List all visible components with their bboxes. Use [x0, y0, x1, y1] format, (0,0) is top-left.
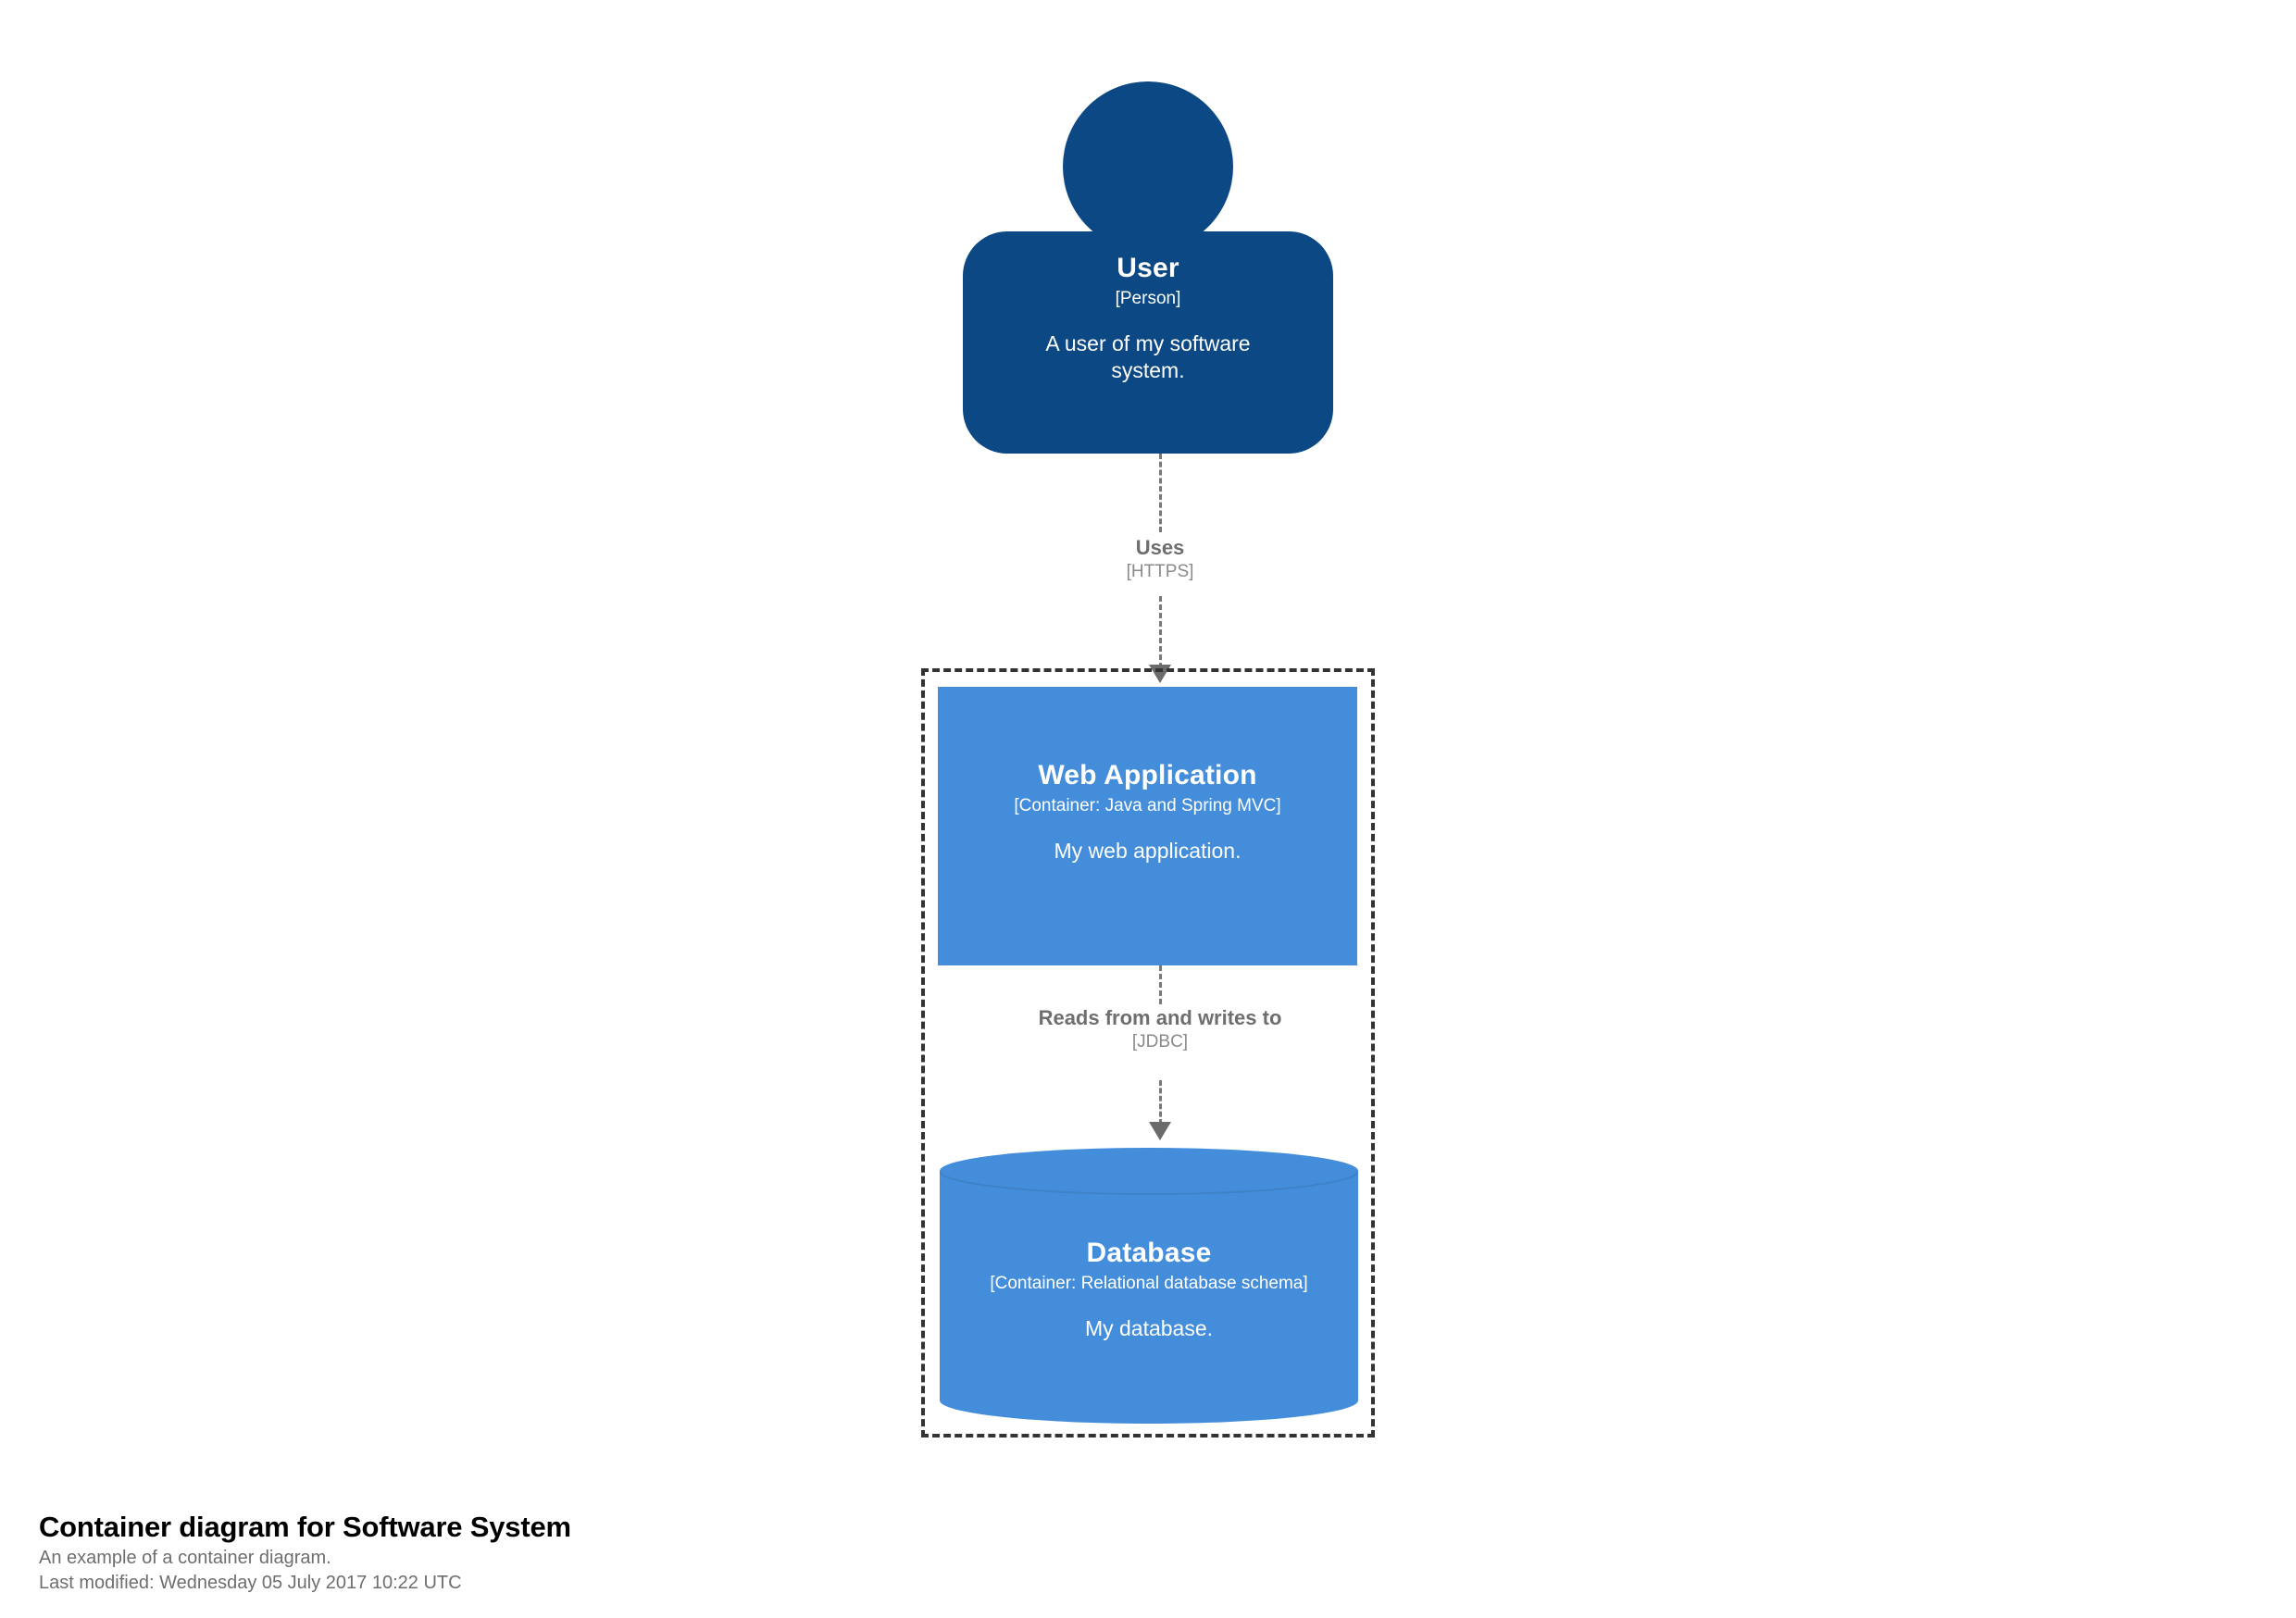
database-label-group: Database [Container: Relational database… — [940, 1148, 1358, 1424]
database-description: My database. — [1084, 1316, 1214, 1340]
software-system-boundary — [921, 668, 1375, 1438]
relationship-reads-writes-arrowhead-icon — [1149, 1122, 1171, 1140]
relationship-reads-writes-line-upper — [1159, 965, 1162, 1004]
web-application-name: Web Application — [1038, 760, 1257, 790]
relationship-reads-writes-label: Reads from and writes to [JDBC] — [1021, 1005, 1299, 1053]
web-application-description: My web application. — [1054, 839, 1242, 863]
relationship-reads-writes-technology: [JDBC] — [1131, 1032, 1189, 1052]
element-container-database[interactable]: Database [Container: Relational database… — [940, 1148, 1358, 1424]
person-body-shape — [963, 231, 1333, 454]
relationship-uses-description: Uses — [1135, 536, 1185, 559]
person-head-shape — [1063, 81, 1233, 252]
relationship-reads-writes-description: Reads from and writes to — [1038, 1006, 1282, 1029]
relationship-uses-line-upper — [1159, 454, 1162, 532]
relationship-reads-writes-line-lower — [1159, 1080, 1162, 1125]
diagram-caption: Container diagram for Software System An… — [39, 1509, 1335, 1596]
diagram-last-modified: Last modified: Wednesday 05 July 2017 10… — [39, 1573, 462, 1593]
database-name: Database — [1086, 1238, 1212, 1268]
person-label-group: User [Person] A user of my software syst… — [963, 231, 1333, 454]
web-application-type: [Container: Java and Spring MVC] — [1014, 796, 1281, 815]
database-type: [Container: Relational database schema] — [990, 1274, 1308, 1293]
diagram-title: Container diagram for Software System — [39, 1511, 571, 1543]
element-container-web-application[interactable]: Web Application [Container: Java and Spr… — [938, 687, 1357, 965]
relationship-uses-technology: [HTTPS] — [1126, 562, 1194, 581]
database-cylinder-icon — [940, 1148, 1358, 1424]
element-person-user[interactable]: User [Person] A user of my software syst… — [963, 81, 1333, 454]
person-description: A user of my software system. — [1045, 331, 1251, 382]
relationship-uses-line-lower — [1159, 596, 1162, 668]
diagram-subtitle: An example of a container diagram. — [39, 1548, 331, 1568]
person-type: [Person] — [1115, 289, 1181, 308]
person-name: User — [1117, 253, 1179, 283]
relationship-uses-label: Uses [HTTPS] — [1021, 535, 1299, 583]
